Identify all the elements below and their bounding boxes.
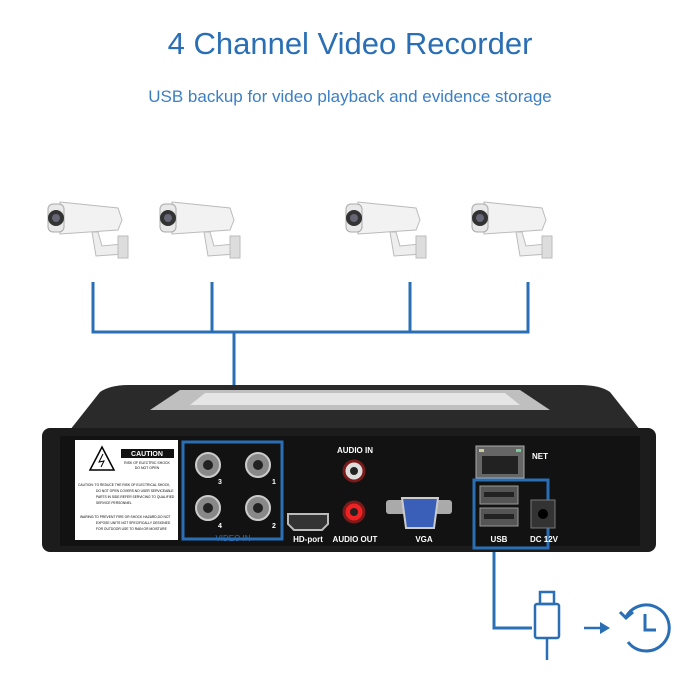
channel-label: 2 <box>272 523 276 530</box>
caution-line: EXPOSE UNITS NOT SPECIFICALLY DESIGNED <box>96 521 171 525</box>
dc-label: DC 12V <box>530 535 559 544</box>
caution-line: FOR OUTDOOR USE TO RAIN OR MOISTURE <box>96 527 168 531</box>
usb-label: USB <box>491 535 508 544</box>
caution-line: PARTS IN SIDE.REFER SERVICING TO QUALIFI… <box>96 495 175 499</box>
clock-history-icon <box>618 603 671 653</box>
video-in-label: VIDEO IN <box>215 534 250 543</box>
usb-plug-icon <box>533 590 561 660</box>
caution-line: DO NOT OPEN COVERS.NO USER SERVICEABLE <box>96 489 174 493</box>
camera-3 <box>345 201 427 259</box>
camera-2 <box>159 201 241 259</box>
hd-port: HD-port <box>287 513 329 544</box>
caution-line: WARING:TO PREVENT FIRE OR SHOCK HAZARD,D… <box>80 515 170 519</box>
net-label: NET <box>532 452 548 461</box>
audio-ports: AUDIO IN AUDIO OUT <box>333 446 378 544</box>
channel-label: 4 <box>218 523 222 530</box>
caution-line: CAUTION: TO REDUCE THE RISK OF ELECTRICA… <box>78 483 170 487</box>
dc-port: DC 12V <box>530 499 559 544</box>
audio-in-label: AUDIO IN <box>337 446 373 455</box>
caution-sub2: DO NOT OPEN <box>135 466 160 470</box>
channel-label: 3 <box>218 479 222 486</box>
video-in-ports: 3 1 4 2 VIDEO IN <box>181 440 284 543</box>
camera-1 <box>47 201 129 259</box>
vga-label: VGA <box>415 535 433 544</box>
arrow-right-icon <box>584 622 610 634</box>
usb-ports: USB <box>472 478 550 550</box>
vga-port: VGA <box>386 497 452 544</box>
caution-heading: CAUTION <box>131 451 163 458</box>
connection-lines <box>91 282 532 630</box>
page-title: 4 Channel Video Recorder <box>167 26 533 61</box>
caution-label: CAUTION RISK OF ELECTRIC SHOCK DO NOT OP… <box>75 440 178 540</box>
hd-port-label: HD-port <box>293 535 323 544</box>
warning-triangle-icon <box>88 445 116 471</box>
page-subtitle: USB backup for video playback and eviden… <box>148 87 552 106</box>
camera-4 <box>471 201 553 259</box>
net-port: NET <box>475 445 548 479</box>
caution-sub1: RISK OF ELECTRIC SHOCK <box>124 461 170 465</box>
audio-out-label: AUDIO OUT <box>333 535 378 544</box>
channel-label: 1 <box>272 479 276 486</box>
caution-line: SERVICE PERSONNEL <box>96 501 132 505</box>
